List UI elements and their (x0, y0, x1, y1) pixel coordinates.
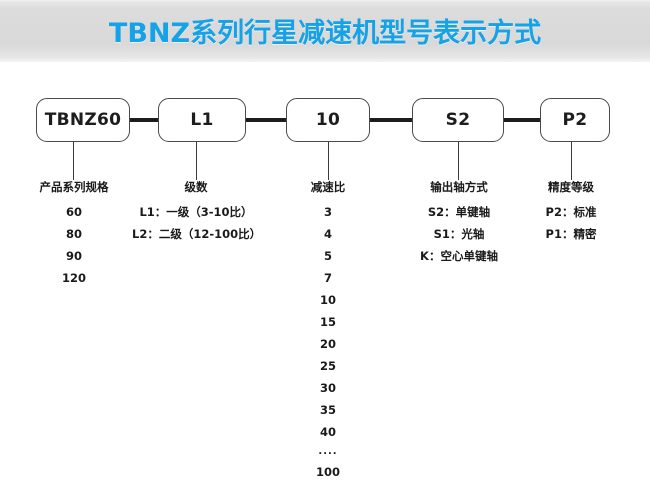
legend-item: 7 (323, 271, 332, 285)
connector-1 (124, 118, 164, 122)
legend-item: 80 (65, 227, 82, 241)
legend-title-precision: 精度等级 (548, 180, 594, 194)
connector-2 (240, 118, 290, 122)
code-box-stage[interactable]: L1 (158, 98, 246, 142)
legend-item: 15 (319, 315, 336, 329)
legend-item: 90 (65, 249, 82, 263)
legend-column-precision: 精度等级 P2：标准 P1：精密 (516, 180, 626, 245)
legend-item: 25 (319, 359, 336, 373)
stem-series (73, 142, 75, 180)
legend-title-ratio: 减速比 (310, 180, 346, 194)
connector-4 (500, 118, 546, 122)
header-banner: TBNZ系列行星减速机型号表示方式 (0, 0, 650, 62)
legend-item: 30 (319, 381, 336, 395)
legend-item: 40 (319, 425, 336, 439)
legend-title-shaft: 输出轴方式 (430, 180, 488, 194)
diagram-body: TBNZ60 L1 10 S2 P2 产品系列规格 60 80 90 120 级… (0, 62, 650, 479)
legend-item: L2：二级（12-100比） (132, 227, 262, 241)
legend-item: 4 (323, 227, 332, 241)
legend-item: 5 (323, 249, 332, 263)
code-box-series[interactable]: TBNZ60 (36, 98, 130, 142)
legend-item: P2：标准 (545, 205, 597, 219)
legend-column-ratio: 减速比 3 4 5 7 10 15 20 25 30 35 40 .... 10… (288, 180, 368, 483)
stem-precision (571, 142, 573, 180)
legend-item: S1：光轴 (433, 227, 485, 241)
legend-item: K：空心单键轴 (420, 249, 498, 263)
legend-item-ellipsis: .... (318, 446, 338, 457)
code-box-shaft[interactable]: S2 (412, 98, 504, 142)
legend-item: L1：一级（3-10比） (139, 205, 253, 219)
page-title: TBNZ系列行星减速机型号表示方式 (108, 18, 542, 49)
code-box-ratio[interactable]: 10 (286, 98, 370, 142)
legend-title-stage: 级数 (184, 180, 208, 194)
legend-item: 10 (319, 293, 336, 307)
code-box-precision[interactable]: P2 (540, 98, 610, 142)
legend-item: 120 (61, 271, 86, 285)
legend-item: S2：单键轴 (427, 205, 491, 219)
legend-item: 20 (319, 337, 336, 351)
legend-column-stage: 级数 L1：一级（3-10比） L2：二级（12-100比） (132, 180, 262, 245)
legend-column-shaft: 输出轴方式 S2：单键轴 S1：光轴 K：空心单键轴 (396, 180, 522, 267)
legend-item: P1：精密 (545, 227, 597, 241)
legend-column-series: 产品系列规格 60 80 90 120 (8, 180, 140, 289)
stem-stage (196, 142, 198, 180)
legend-item: 3 (323, 205, 332, 219)
connector-3 (364, 118, 412, 122)
legend-title-series: 产品系列规格 (39, 180, 109, 194)
legend-item: 35 (319, 403, 336, 417)
stem-ratio (328, 142, 330, 180)
legend-item: 100 (315, 465, 340, 479)
legend-item: 60 (65, 205, 82, 219)
stem-shaft (458, 142, 460, 180)
